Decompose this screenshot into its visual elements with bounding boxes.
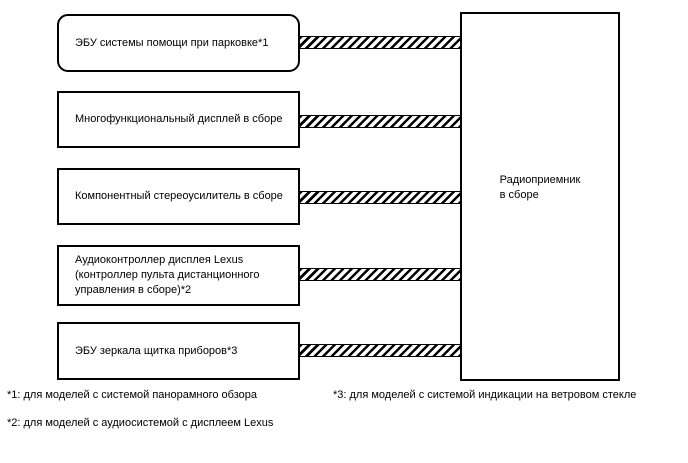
hatched-connector-3: [299, 191, 461, 204]
hatched-connector-4: [299, 268, 461, 281]
hatched-connector-2: [299, 115, 461, 128]
hatched-connector-1: [299, 36, 461, 49]
box-instrument-panel-mirror-ecu-label: ЭБУ зеркала щитка приборов*3: [75, 344, 238, 357]
box-component-stereo-amplifier: Компонентный стереоусилитель в сборе: [57, 168, 300, 225]
box-multifunction-display-label: Многофункциональный дисплей в сборе: [75, 113, 283, 125]
hatched-connector-5: [299, 344, 461, 357]
box-component-stereo-amplifier-label: Компонентный стереоусилитель в сборе: [75, 190, 283, 202]
footnote-1: *1: для моделей с системой панорамного о…: [7, 389, 257, 401]
box-parking-assist-ecu: ЭБУ системы помощи при парковке*1: [57, 14, 300, 72]
box-lexus-display-audio-controller-label: Аудиоконтроллер дисплея Lexus (контролле…: [75, 254, 260, 296]
box-radio-receiver-label: Радиоприемник в сборе: [499, 173, 581, 201]
box-lexus-display-audio-controller: Аудиоконтроллер дисплея Lexus (контролле…: [57, 245, 300, 306]
box-radio-receiver: Радиоприемник в сборе: [460, 12, 620, 381]
box-multifunction-display: Многофункциональный дисплей в сборе: [57, 91, 300, 148]
box-parking-assist-ecu-label: ЭБУ системы помощи при парковке*1: [75, 36, 269, 49]
box-instrument-panel-mirror-ecu: ЭБУ зеркала щитка приборов*3: [57, 322, 300, 380]
footnote-3: *3: для моделей с системой индикации на …: [333, 389, 637, 401]
footnote-2: *2: для моделей с аудиосистемой с диспле…: [7, 417, 274, 429]
